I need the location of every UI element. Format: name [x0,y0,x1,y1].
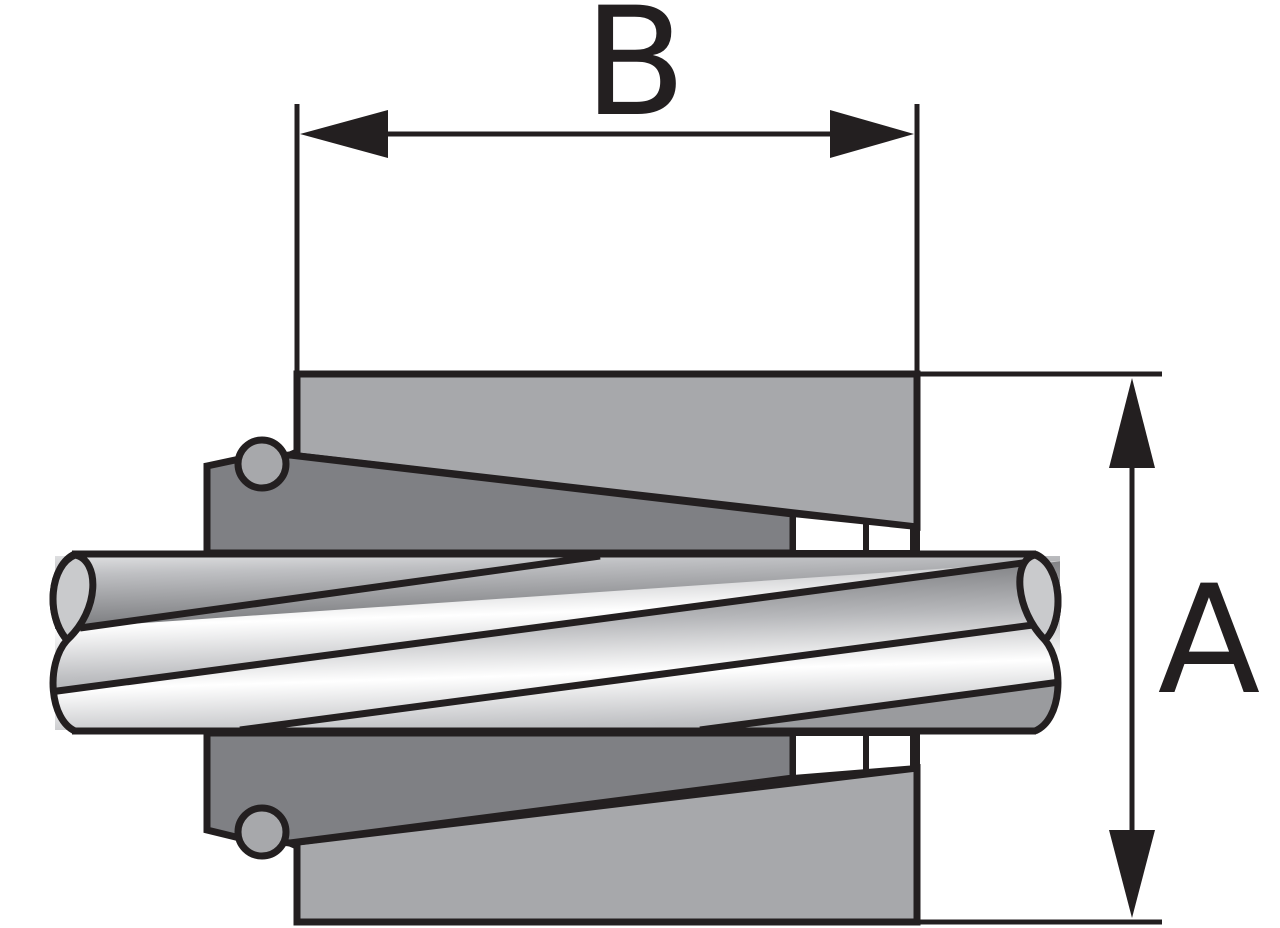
ball-top [234,436,290,492]
wedge-gap-bottom [790,730,920,782]
ball-bottom [234,804,290,860]
strand-end-right [1016,551,1062,645]
dimension-b: B [294,0,920,372]
strand-line-4 [699,678,1060,730]
dimension-a: A [917,371,1261,925]
rope-strands [55,556,1060,730]
arrowhead-top [1109,378,1155,468]
dimension-label-b: B [584,0,687,150]
strand-end-left [49,551,97,645]
dimension-label-a: A [1158,554,1261,728]
arrowhead-right [830,110,914,158]
wire-rope [49,550,1062,735]
arrowhead-bottom [1109,830,1155,918]
strand-line-2 [55,558,1031,695]
strand-band-4 [55,556,1060,629]
strand-line-1 [79,556,601,632]
strand-line-3 [239,619,1049,730]
retaining-balls [234,436,290,860]
arrowhead-left [300,110,388,158]
wedge-pair [203,451,920,847]
strand-band-3 [55,561,1060,730]
